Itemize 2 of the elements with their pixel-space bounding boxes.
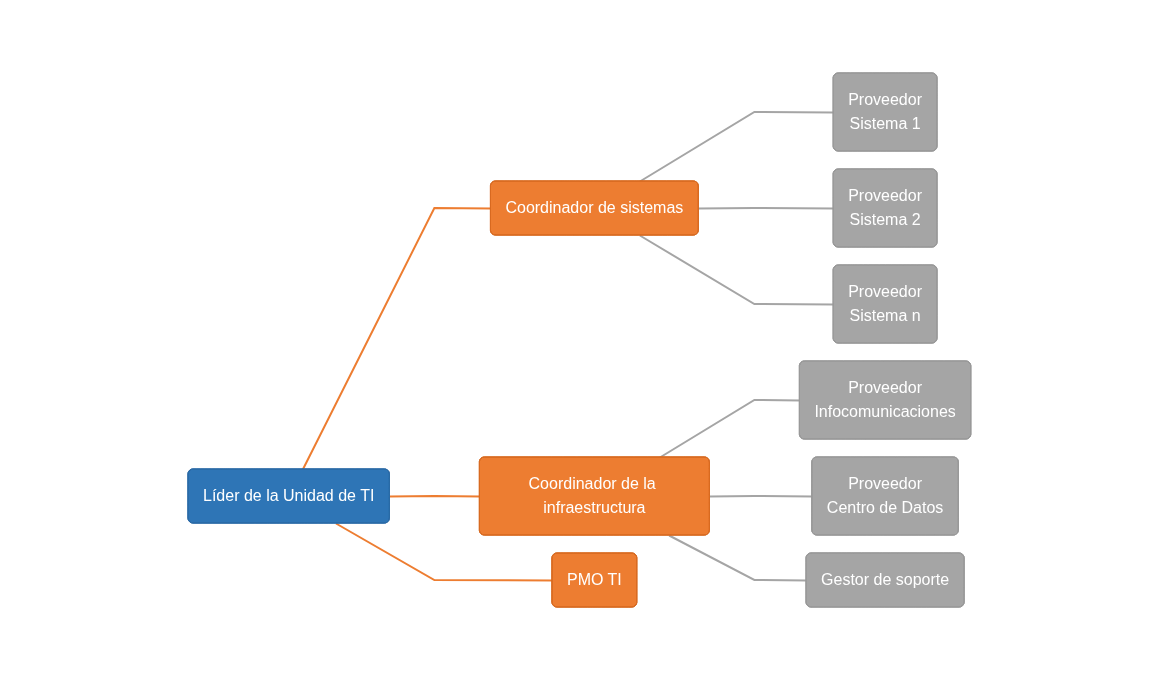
connector bbox=[708, 495, 813, 498]
connector bbox=[301, 207, 492, 471]
